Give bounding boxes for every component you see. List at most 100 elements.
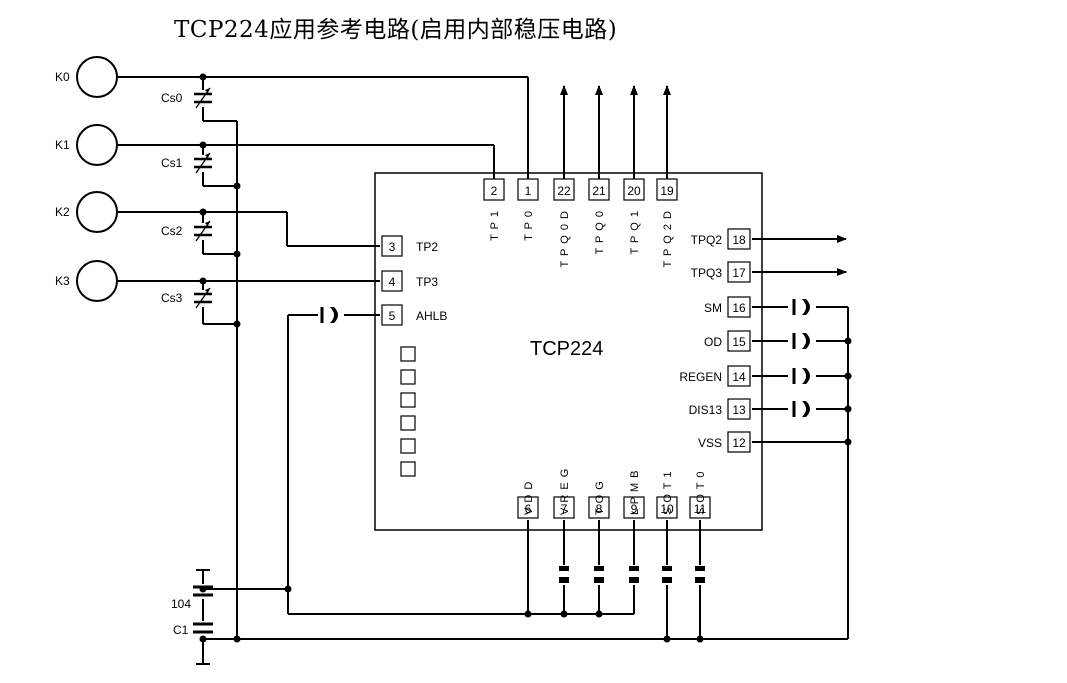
pin-number: 22 <box>557 184 571 198</box>
chip-body <box>374 172 763 531</box>
pin-number: 21 <box>592 184 606 198</box>
pin-box <box>656 178 678 201</box>
chip-marker-square <box>400 346 416 362</box>
pin-label: AHLB <box>416 309 447 323</box>
pin-box <box>483 178 505 201</box>
capacitor-plate <box>695 566 705 571</box>
capacitor-plate <box>594 566 604 571</box>
supply-cap-label: 104 <box>171 597 191 611</box>
pin-box <box>623 178 645 201</box>
capacitor-plate <box>559 566 569 571</box>
capacitor-plate <box>559 577 569 583</box>
pin-box <box>689 496 711 519</box>
touch-key-pad <box>76 124 118 166</box>
cap-label: Cs2 <box>161 224 183 238</box>
pin-label: T P Q 1 <box>629 210 641 255</box>
pin-box <box>727 228 751 250</box>
pin-number: 13 <box>732 403 746 417</box>
variable-cap-arrowhead <box>205 153 210 158</box>
pin-box <box>727 431 751 453</box>
pin-box <box>588 496 610 519</box>
pin-number: 9 <box>631 502 638 516</box>
capacitor-curved-plate <box>802 333 810 349</box>
pin-number: 5 <box>389 309 396 323</box>
pin-label: V R E G <box>559 468 571 515</box>
capacitor-plate <box>629 566 639 571</box>
pin-number: 18 <box>732 233 746 247</box>
touch-key-pad <box>76 260 118 302</box>
pin-label: S O T 1 <box>662 470 674 515</box>
pin-label: TPQ2 <box>691 233 723 247</box>
key-label: K3 <box>55 274 70 288</box>
capacitor-curved-plate <box>802 401 810 417</box>
pin-box <box>517 496 539 519</box>
pin-number: 19 <box>660 184 674 198</box>
pin-box <box>553 496 575 519</box>
cap-label: Cs0 <box>161 91 183 105</box>
pin-label: REGEN <box>679 370 722 384</box>
pin-box <box>727 330 751 352</box>
pin-label: TP3 <box>416 275 438 289</box>
chip-marker-square <box>400 415 416 431</box>
pin-label: S O T 0 <box>695 470 707 515</box>
wires <box>117 76 849 664</box>
junctions <box>199 73 852 643</box>
pin-box <box>381 304 403 326</box>
capacitor-plate <box>695 577 705 583</box>
chip-marker-square <box>400 438 416 454</box>
pin-number: 3 <box>389 240 396 254</box>
chip-marker-square <box>400 392 416 408</box>
key-label: K0 <box>55 70 70 84</box>
pin-label: V D D <box>523 481 535 515</box>
touch-key-pad <box>76 56 118 98</box>
pin-number: 17 <box>732 266 746 280</box>
key-label: K2 <box>55 205 70 219</box>
pin-label: T P Q 0 <box>594 210 606 255</box>
pin-label: DIS13 <box>689 403 723 417</box>
pin-number: 15 <box>732 335 746 349</box>
pin-box <box>727 261 751 283</box>
pin-label: L P M B <box>629 469 641 515</box>
chip-marker-square <box>400 369 416 385</box>
capacitor-curved-plate <box>802 299 810 315</box>
variable-cap-arrowhead <box>205 88 210 93</box>
pin-label: TPQ3 <box>691 266 723 280</box>
pin-number: 1 <box>525 184 532 198</box>
pin-box <box>381 235 403 257</box>
pin-number: 20 <box>627 184 641 198</box>
cap-label: Cs3 <box>161 291 183 305</box>
pin-number: 10 <box>660 502 674 516</box>
capacitor-plate <box>594 577 604 583</box>
pin-number: 4 <box>389 275 396 289</box>
variable-cap-arrowhead <box>205 288 210 293</box>
capacitor-plate <box>629 577 639 583</box>
pin-number: 11 <box>694 502 707 516</box>
pin-number: 8 <box>596 502 603 516</box>
pin-label: OD <box>704 335 722 349</box>
pin-box <box>623 496 645 519</box>
pin-label: T P Q 2 D <box>662 210 674 268</box>
capacitor-curved-plate <box>802 368 810 384</box>
pin-number: 2 <box>491 184 498 198</box>
pin-number: 16 <box>732 301 746 315</box>
pin-label: TP2 <box>416 240 438 254</box>
pin-box <box>727 365 751 387</box>
capacitor-plate <box>662 566 672 571</box>
pin-label: T P 0 <box>523 210 535 241</box>
pin-box <box>381 270 403 292</box>
chip-marker-square <box>400 461 416 477</box>
pin-label: SM <box>704 301 722 315</box>
pin-number: 14 <box>732 370 746 384</box>
capacitor-plate <box>662 577 672 583</box>
cap-label: Cs1 <box>161 156 183 170</box>
pin-box <box>656 496 678 519</box>
pin-box <box>727 398 751 420</box>
pin-number: 7 <box>561 502 568 516</box>
touch-key-pad <box>76 191 118 233</box>
pin-number: 6 <box>525 502 532 516</box>
pin-box <box>517 178 539 201</box>
pin-box <box>727 296 751 318</box>
pin-label: T P 1 <box>489 210 501 241</box>
key-label: K1 <box>55 138 70 152</box>
